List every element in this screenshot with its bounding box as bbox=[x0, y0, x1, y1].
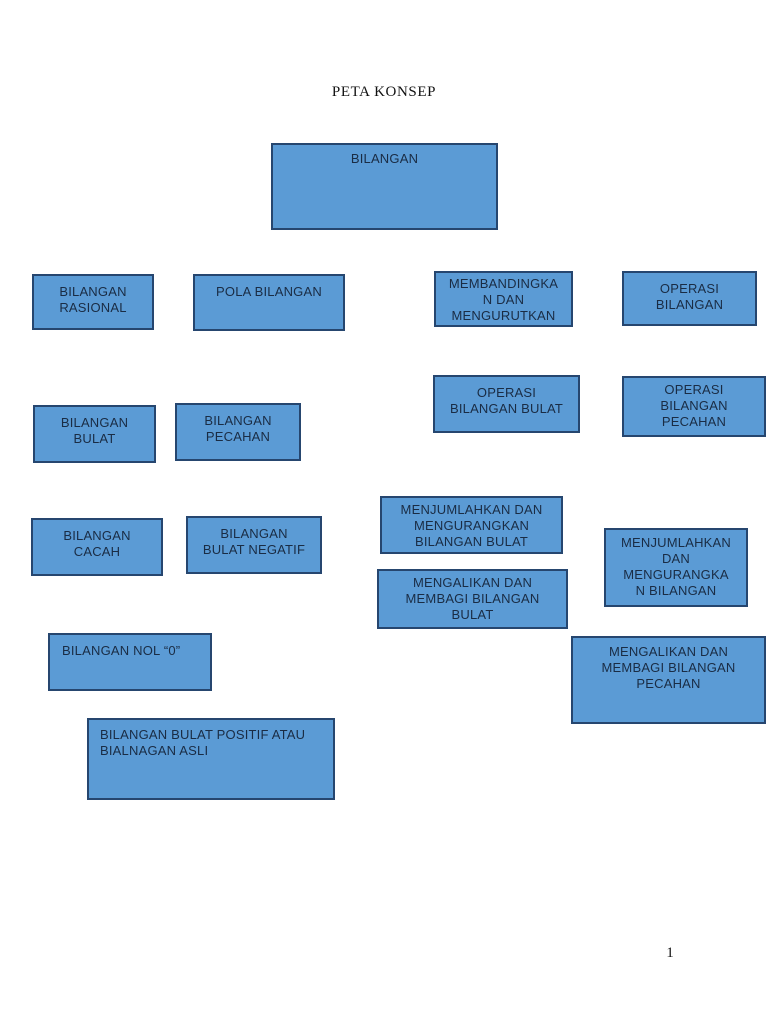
node-label: MENJUMLAHKAN DAN MENGURANGKA N BILANGAN bbox=[620, 535, 732, 598]
node-membandingkan-dan-mengurutkan: MEMBANDINGKA N DAN MENGURUTKAN bbox=[434, 271, 573, 327]
node-operasi-bilangan-pecahan: OPERASI BILANGAN PECAHAN bbox=[622, 376, 766, 437]
node-menjumlahkan-dan-mengurangkan-bilangan: MENJUMLAHKAN DAN MENGURANGKA N BILANGAN bbox=[604, 528, 748, 607]
node-label: MENJUMLAHKAN DAN MENGURANGKAN BILANGAN B… bbox=[400, 502, 543, 549]
node-label: OPERASI BILANGAN PECAHAN bbox=[660, 382, 728, 429]
node-label: OPERASI BILANGAN bbox=[655, 281, 724, 312]
node-bilangan-pecahan: BILANGAN PECAHAN bbox=[175, 403, 301, 461]
node-label: BILANGAN BULAT NEGATIF bbox=[202, 526, 306, 557]
node-bilangan-nol: BILANGAN NOL “0” bbox=[48, 633, 212, 691]
page-number: 1 bbox=[666, 945, 674, 961]
node-bilangan-bulat: BILANGAN BULAT bbox=[33, 405, 156, 463]
node-label: BILANGAN PECAHAN bbox=[204, 413, 272, 444]
node-operasi-bilangan-bulat: OPERASI BILANGAN BULAT bbox=[433, 375, 580, 433]
node-bilangan-rasional: BILANGAN RASIONAL bbox=[32, 274, 154, 330]
node-mengalikan-dan-membagi-bilangan-pecahan: MENGALIKAN DAN MEMBAGI BILANGAN PECAHAN bbox=[571, 636, 766, 724]
node-mengalikan-dan-membagi-bilangan-bulat: MENGALIKAN DAN MEMBAGI BILANGAN BULAT bbox=[377, 569, 568, 629]
node-label: POLA BILANGAN bbox=[216, 284, 322, 299]
node-bilangan-cacah: BILANGAN CACAH bbox=[31, 518, 163, 576]
node-label: BILANGAN NOL “0” bbox=[62, 643, 181, 658]
node-label: BILANGAN RASIONAL bbox=[59, 284, 127, 315]
node-menjumlahkan-dan-mengurangkan-bilangan-bulat: MENJUMLAHKAN DAN MENGURANGKAN BILANGAN B… bbox=[380, 496, 563, 554]
page-title: PETA KONSEP bbox=[331, 84, 437, 100]
node-bilangan-bulat-positif: BILANGAN BULAT POSITIF ATAU BIALNAGAN AS… bbox=[87, 718, 335, 800]
node-label: BILANGAN CACAH bbox=[63, 528, 131, 559]
node-label: BILANGAN BULAT POSITIF ATAU BIALNAGAN AS… bbox=[100, 727, 306, 758]
node-bilangan: BILANGAN bbox=[271, 143, 498, 230]
node-operasi-bilangan: OPERASI BILANGAN bbox=[622, 271, 757, 326]
node-label: BILANGAN BULAT bbox=[60, 415, 129, 446]
node-label: MENGALIKAN DAN MEMBAGI BILANGAN PECAHAN bbox=[601, 644, 736, 691]
node-label: OPERASI BILANGAN BULAT bbox=[449, 385, 564, 416]
node-bilangan-bulat-negatif: BILANGAN BULAT NEGATIF bbox=[186, 516, 322, 574]
node-label: BILANGAN bbox=[350, 151, 419, 166]
node-label: MEMBANDINGKA N DAN MENGURUTKAN bbox=[448, 276, 559, 323]
node-pola-bilangan: POLA BILANGAN bbox=[193, 274, 345, 331]
node-label: MENGALIKAN DAN MEMBAGI BILANGAN BULAT bbox=[405, 575, 540, 622]
